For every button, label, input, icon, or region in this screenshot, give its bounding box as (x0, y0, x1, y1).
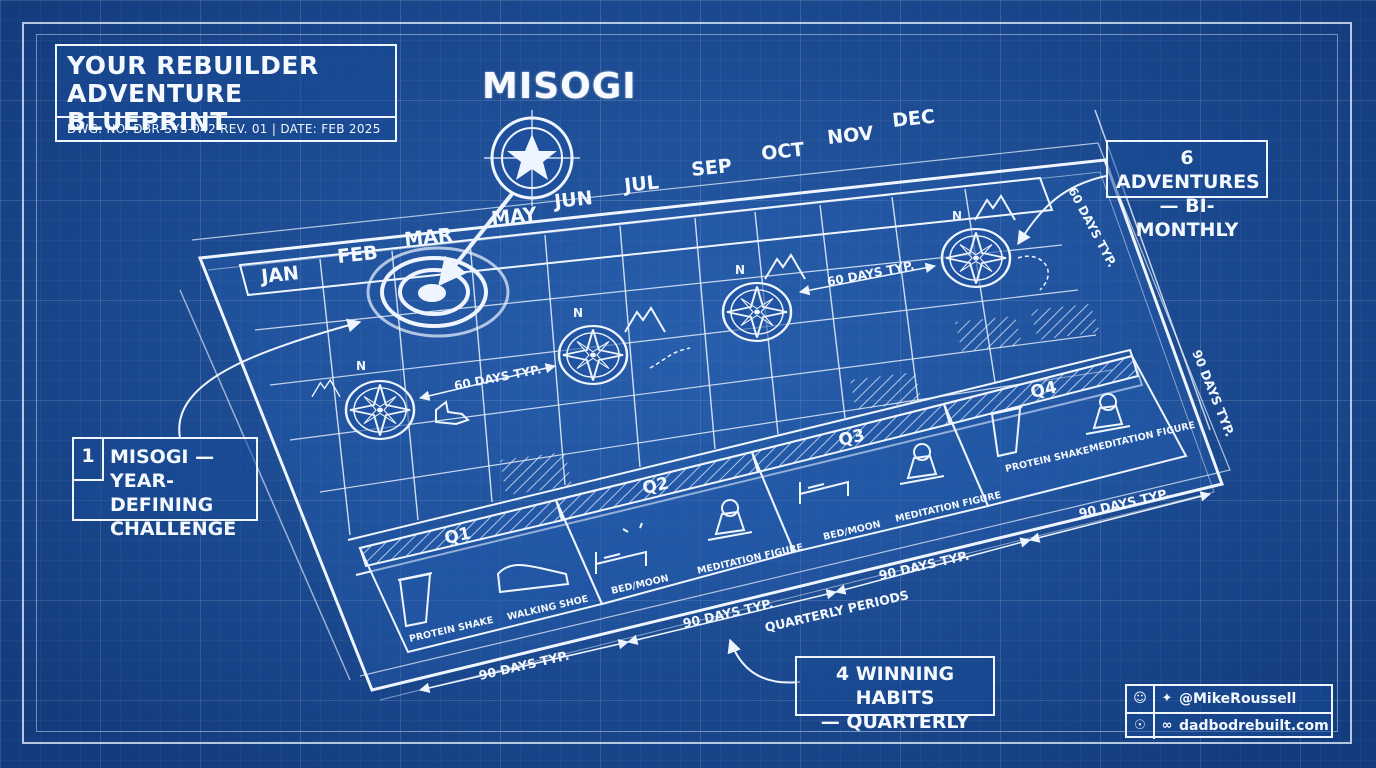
month-label: NOV (826, 122, 875, 149)
north-label: N (573, 306, 583, 320)
meditation-figure-icon (899, 443, 945, 485)
globe-icon: ☉ (1127, 713, 1155, 739)
compass-icon (344, 379, 416, 441)
protein-shake-icon (989, 406, 1023, 458)
compass-icon (557, 324, 629, 386)
misogi-target-icon (366, 246, 510, 338)
link-icon: ∞ (1161, 718, 1173, 733)
misogi-heading: MISOGI (482, 66, 637, 107)
compass-icon (940, 227, 1012, 289)
calendar-board (191, 142, 1231, 701)
north-label: N (356, 359, 366, 373)
callout-text: MISOGI — (110, 446, 215, 468)
north-label: N (952, 209, 962, 223)
compass-icon (721, 281, 793, 343)
drawing-border-inner (36, 34, 1338, 732)
callout-six-adventures: 6 ADVENTURES — BI-MONTHLY (1106, 140, 1268, 241)
sixty-day-dimensions (418, 262, 937, 401)
meditation-figure-icon (1085, 393, 1131, 435)
month-labels: JAN FEB MAR MAY JUN JUL SEP OCT NOV DEC (258, 106, 936, 289)
month-label: OCT (760, 139, 805, 165)
protein-shake-icon (397, 572, 433, 628)
callout-number: 1 (74, 439, 104, 481)
callout-text: — QUARTERLY (820, 711, 970, 733)
month-label: JUL (621, 171, 660, 197)
drawing-number: DWG. NO. DBR-SYS-042 REV. 01 | DATE: FEB… (57, 116, 395, 140)
misogi-pointer-arrow (438, 192, 514, 287)
walking-shoe-icon (496, 564, 570, 594)
month-label: FEB (336, 242, 379, 268)
bed-moon-icon (595, 550, 647, 574)
north-label: N (735, 263, 745, 277)
bed-moon-icon (799, 480, 849, 504)
drawing-border-outer (22, 22, 1352, 744)
trail-path-icon (1017, 255, 1049, 291)
month-label: JAN (258, 262, 300, 288)
trail-path-icon (649, 347, 691, 369)
ninety-day-dimensions (179, 109, 1212, 693)
callout-leaders (178, 175, 1107, 684)
twitter-handle[interactable]: @MikeRoussell (1179, 691, 1297, 707)
website-link[interactable]: dadbodrebuilt.com (1179, 718, 1329, 734)
quarter-panels (358, 354, 1188, 654)
boot-icon (435, 400, 470, 426)
callout-four-habits: 4 WINNING HABITS — QUARTERLY (795, 656, 995, 733)
misogi-star-icon (484, 110, 580, 206)
title-block: YOUR REBUILDER ADVENTURE BLUEPRINT DWG. … (55, 44, 397, 142)
callout-text: 4 WINNING HABITS (835, 663, 955, 709)
callout-text: CHALLENGE (110, 518, 237, 540)
month-label: MAY (490, 203, 538, 230)
callout-text: — BI-MONTHLY (1135, 195, 1239, 241)
person-icon: ☺ (1127, 686, 1155, 712)
title-line-2: ADVENTURE BLUEPRINT (67, 79, 243, 136)
quarterly-periods-label: QUARTERLY PERIODS (763, 587, 910, 635)
callout-misogi: 1 MISOGI — YEAR-DEFINING CHALLENGE (72, 437, 258, 540)
title-line-1: YOUR REBUILDER (67, 51, 319, 80)
month-label: SEP (690, 155, 733, 181)
callout-text: YEAR-DEFINING (110, 470, 214, 516)
twitter-bird-icon: ✦ (1161, 691, 1173, 706)
month-label: DEC (891, 106, 936, 132)
month-label: JUN (551, 187, 593, 213)
credits-block: ☺ ✦ @MikeRoussell ☉ ∞ dadbodrebuilt.com (1125, 684, 1333, 739)
callout-text: 6 ADVENTURES (1116, 147, 1260, 193)
meditation-figure-icon (707, 499, 753, 541)
month-label: MAR (403, 224, 454, 251)
